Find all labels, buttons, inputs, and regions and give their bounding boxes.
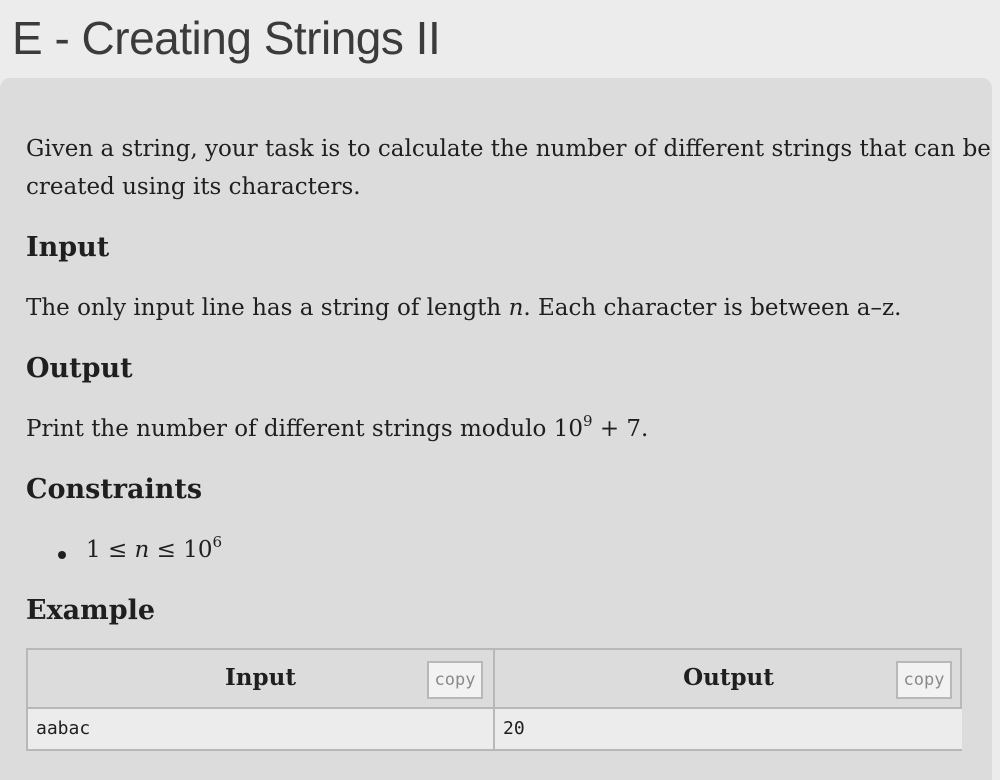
input-text-after: . Each character is between a–z. xyxy=(523,295,902,321)
input-description: The only input line has a string of leng… xyxy=(26,289,901,327)
example-input-value: aabac xyxy=(28,709,495,749)
copy-output-button[interactable]: copy xyxy=(896,661,952,699)
input-heading: Input xyxy=(26,232,110,263)
constraint-right: ≤ 10 xyxy=(149,537,213,563)
math-modulo-tail: + 7. xyxy=(592,416,649,442)
example-output-header: Output xyxy=(683,664,774,691)
intro-line-2: created using its characters. xyxy=(26,174,361,200)
constraints-heading: Constraints xyxy=(26,474,203,505)
output-description: Print the number of different strings mo… xyxy=(26,410,648,448)
copy-input-button[interactable]: copy xyxy=(427,661,483,699)
output-heading: Output xyxy=(26,353,133,384)
constraint-left: 1 ≤ xyxy=(86,537,135,563)
example-output-value: 20 xyxy=(495,709,962,749)
intro-line-1: Given a string, your task is to calculat… xyxy=(26,136,991,162)
example-heading: Example xyxy=(26,595,156,626)
constraint-variable: n xyxy=(134,537,150,563)
math-variable-n: n xyxy=(508,295,524,321)
input-text-before: The only input line has a string of leng… xyxy=(26,295,509,321)
example-table: Input copy Output copy aabac 20 xyxy=(26,648,962,751)
output-text-before: Print the number of different strings mo… xyxy=(26,416,554,442)
example-input-header: Input xyxy=(225,664,296,691)
page-title: E - Creating Strings II xyxy=(12,12,441,64)
math-modulo-base: 10 xyxy=(553,416,583,442)
math-modulo-exponent: 9 xyxy=(582,412,593,430)
example-output-header-cell: Output copy xyxy=(495,650,962,709)
constraint-exponent: 6 xyxy=(212,533,223,551)
bullet-icon xyxy=(58,551,66,559)
constraint-item: 1 ≤ n ≤ 106 xyxy=(86,531,222,569)
example-input-header-cell: Input copy xyxy=(28,650,495,709)
